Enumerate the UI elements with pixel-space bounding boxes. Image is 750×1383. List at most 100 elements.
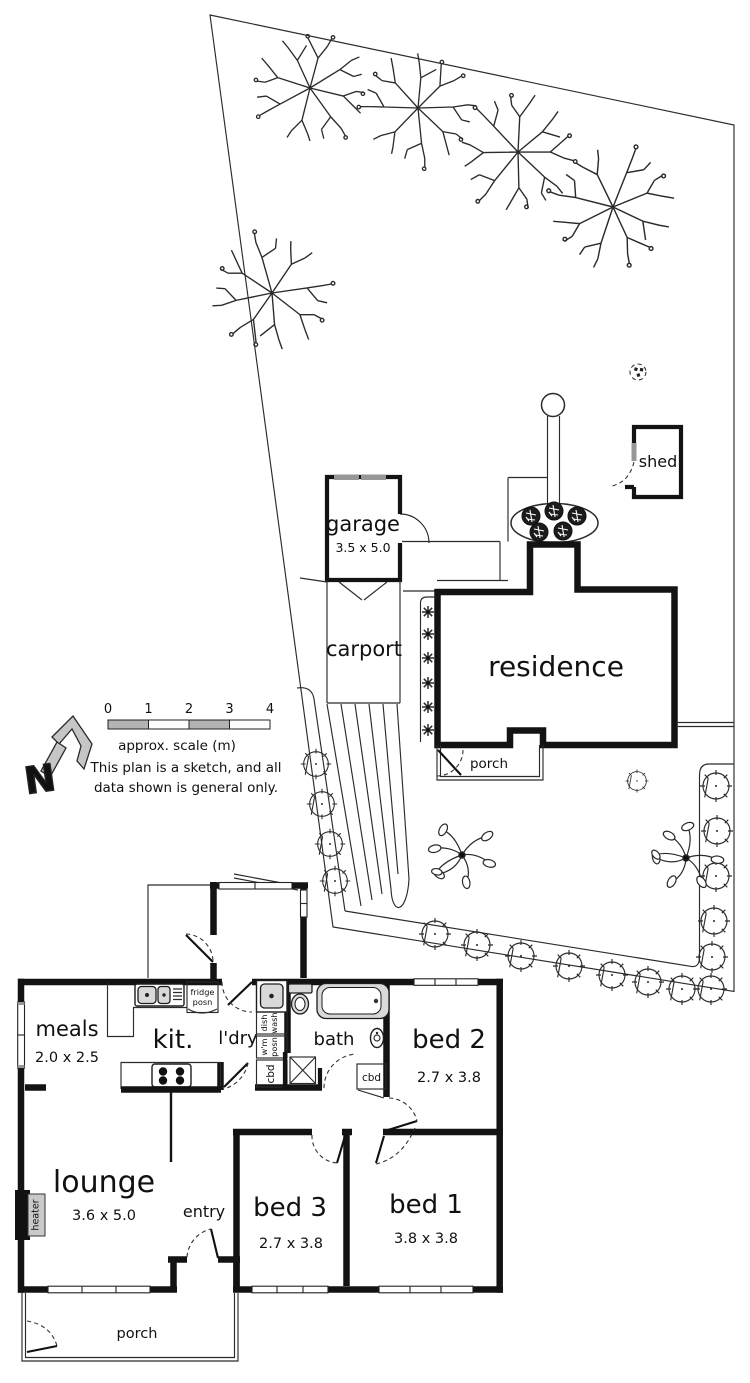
bed1-dim: 3.8 x 3.8 — [394, 1231, 458, 1247]
property-boundary — [209, 14, 735, 993]
doors — [186, 981, 418, 1259]
tree-icon — [448, 80, 588, 223]
scale-tick-0: 0 — [104, 702, 112, 717]
room-labels: meals 2.0 x 2.5 kit. l'dry bath bed 2 2.… — [35, 1017, 486, 1252]
window — [413, 978, 479, 986]
driveway — [326, 703, 410, 909]
bed-shrubs — [300, 748, 734, 1006]
windows — [17, 978, 479, 1294]
laundry-cupboard: cbd — [255, 1059, 288, 1088]
fridge-position: fridge posn — [186, 981, 219, 1014]
garden-oval — [510, 501, 599, 544]
laundry-label: l'dry — [218, 1028, 258, 1049]
window — [17, 1001, 26, 1069]
flower-plant-icon — [427, 821, 497, 890]
kitchen-sink — [134, 983, 185, 1007]
site-plan: shed garage 3.5 x 5.0 — [21, 14, 735, 1006]
kitchen-label: kit. — [153, 1025, 194, 1055]
north-letter: N — [22, 756, 59, 803]
plant-icon — [421, 651, 435, 665]
yard-shrub-icon — [625, 769, 649, 793]
dishwasher-position: dish wash — [255, 1011, 288, 1035]
lounge-dim: 3.6 x 5.0 — [72, 1208, 136, 1224]
lounge-label: lounge — [53, 1165, 155, 1200]
meals-label: meals — [35, 1017, 98, 1041]
bed3-dim: 2.7 x 3.8 — [259, 1236, 323, 1252]
scale-bar: 0 1 2 3 4 approx. scale (m) This plan is… — [90, 702, 282, 796]
shower — [282, 1052, 323, 1090]
shed: shed — [611, 424, 684, 500]
wall-planting — [419, 596, 436, 742]
bath-cbd-label: cbd — [362, 1072, 381, 1084]
tree-icon — [529, 123, 698, 291]
residence: residence — [434, 541, 678, 749]
small-shrub-icon — [629, 363, 647, 381]
heater: heater — [15, 1190, 46, 1240]
scale-tick-2: 2 — [185, 702, 193, 717]
floor-plan: fridge posn dish wash — [15, 881, 503, 1362]
window — [251, 1285, 329, 1294]
tree-row — [198, 33, 698, 367]
tree-icon — [253, 33, 366, 142]
bed3-label: bed 3 — [253, 1193, 327, 1223]
flower-plant-icon — [637, 810, 734, 907]
heater-label: heater — [31, 1199, 42, 1230]
dark-shrub-icon — [544, 501, 564, 521]
disclaimer-line2: data shown is general only. — [94, 780, 278, 796]
scale-tick-4: 4 — [266, 702, 274, 717]
washing-machine-position: w'm posn — [255, 1035, 288, 1059]
window — [378, 1285, 474, 1294]
bathroom-fixtures: cbd — [282, 982, 390, 1099]
wm-label-line1: w'm — [259, 1039, 269, 1056]
fridge-label-line2: posn — [193, 997, 213, 1007]
front-porch: porch — [21, 1293, 239, 1362]
plant-icon — [421, 627, 435, 641]
clothesline — [507, 392, 566, 542]
plant-icon — [421, 700, 435, 714]
dark-shrub-icon — [521, 506, 541, 526]
dark-shrub-icon — [567, 506, 587, 526]
vanity-basin — [369, 1027, 385, 1049]
bathtub — [316, 982, 390, 1020]
north-arrow-icon: N — [21, 714, 93, 804]
plant-icon — [421, 723, 435, 737]
garden-beds — [296, 687, 734, 1006]
site-porch-label: porch — [470, 756, 508, 772]
window — [47, 1285, 151, 1294]
walkway — [399, 513, 508, 592]
scale-tick-3: 3 — [225, 702, 233, 717]
fridge-label-line1: fridge — [191, 987, 215, 997]
site-porch: porch — [436, 745, 544, 781]
scale-tick-1: 1 — [144, 702, 152, 717]
carport-label: carport — [326, 637, 402, 661]
scale-caption: approx. scale (m) — [118, 738, 236, 754]
rear-wing — [147, 881, 308, 982]
cooktop — [120, 1061, 222, 1093]
tree-icon — [342, 33, 493, 182]
toilet — [287, 983, 313, 1015]
entry-label: entry — [183, 1202, 225, 1221]
dishwash-label-line1: dish — [259, 1015, 269, 1032]
fences — [233, 577, 734, 891]
shed-label: shed — [639, 452, 677, 471]
dark-shrub-icon — [553, 521, 573, 541]
tree-icon — [198, 220, 347, 367]
bath-cupboard: cbd — [356, 1063, 387, 1099]
residence-label: residence — [488, 650, 624, 683]
plant-icon — [421, 676, 435, 690]
garage-dim: 3.5 x 5.0 — [335, 540, 390, 555]
wm-label-line2: posn — [269, 1037, 279, 1057]
bed2-label: bed 2 — [412, 1025, 486, 1055]
bed2-dim: 2.7 x 3.8 — [417, 1070, 481, 1086]
meals-dim: 2.0 x 2.5 — [35, 1050, 99, 1066]
kitchen-fixtures: fridge posn — [106, 981, 222, 1093]
bed1-label: bed 1 — [389, 1190, 463, 1220]
laundry-trough — [255, 979, 288, 1013]
laundry-cbd-label: cbd — [265, 1064, 277, 1083]
carport: carport — [326, 580, 402, 704]
dishwash-label-line2: wash — [269, 1012, 279, 1033]
disclaimer-line1: This plan is a sketch, and all — [90, 760, 282, 776]
plant-icon — [421, 605, 435, 619]
